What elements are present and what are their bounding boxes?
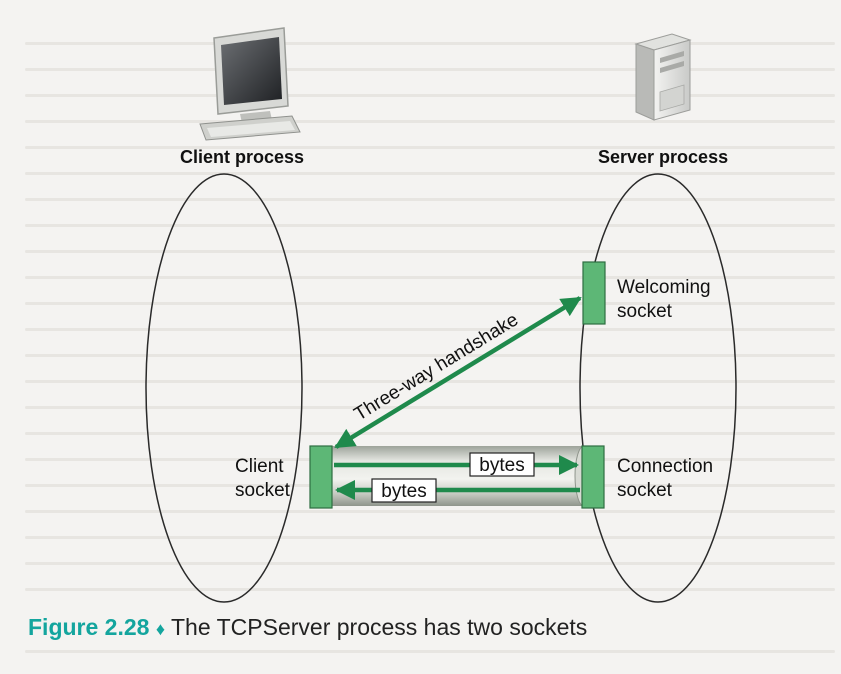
tcp-connection-pipe (312, 445, 594, 507)
handshake-label: Three-way handshake (351, 309, 522, 425)
bytes-to-client-box (371, 478, 437, 503)
figure-number: Figure 2.28 (28, 614, 150, 640)
figure-caption: Figure 2.28 ♦ The TCPServer process has … (28, 614, 587, 641)
client-process-label: Client process (180, 147, 305, 167)
caption-separator: ♦ (155, 619, 166, 639)
handshake-arrow (334, 296, 582, 449)
desktop-computer-icon (199, 27, 301, 141)
welcoming-socket-label-line1: Welcoming (617, 277, 711, 298)
client-process-ellipse (145, 173, 303, 603)
bytes-to-server-box (469, 452, 535, 477)
connection-socket-box (581, 445, 605, 509)
welcoming-socket-label-line2: socket (617, 301, 672, 322)
client-socket-label-line2: socket (235, 480, 290, 501)
server-tower-icon (634, 33, 692, 121)
server-process-label: Server process (598, 147, 729, 167)
server-process-ellipse (579, 173, 737, 603)
caption-text: The TCPServer process has two sockets (171, 614, 588, 640)
client-socket-label-line1: Client (235, 456, 284, 477)
welcoming-socket-box (582, 261, 606, 325)
connection-socket-label-line2: socket (617, 480, 672, 501)
connection-socket-label-line1: Connection (617, 456, 714, 477)
bytes-to-server-label: bytes (479, 455, 524, 476)
bytes-to-client-label: bytes (381, 481, 426, 502)
client-socket-box (309, 445, 333, 509)
